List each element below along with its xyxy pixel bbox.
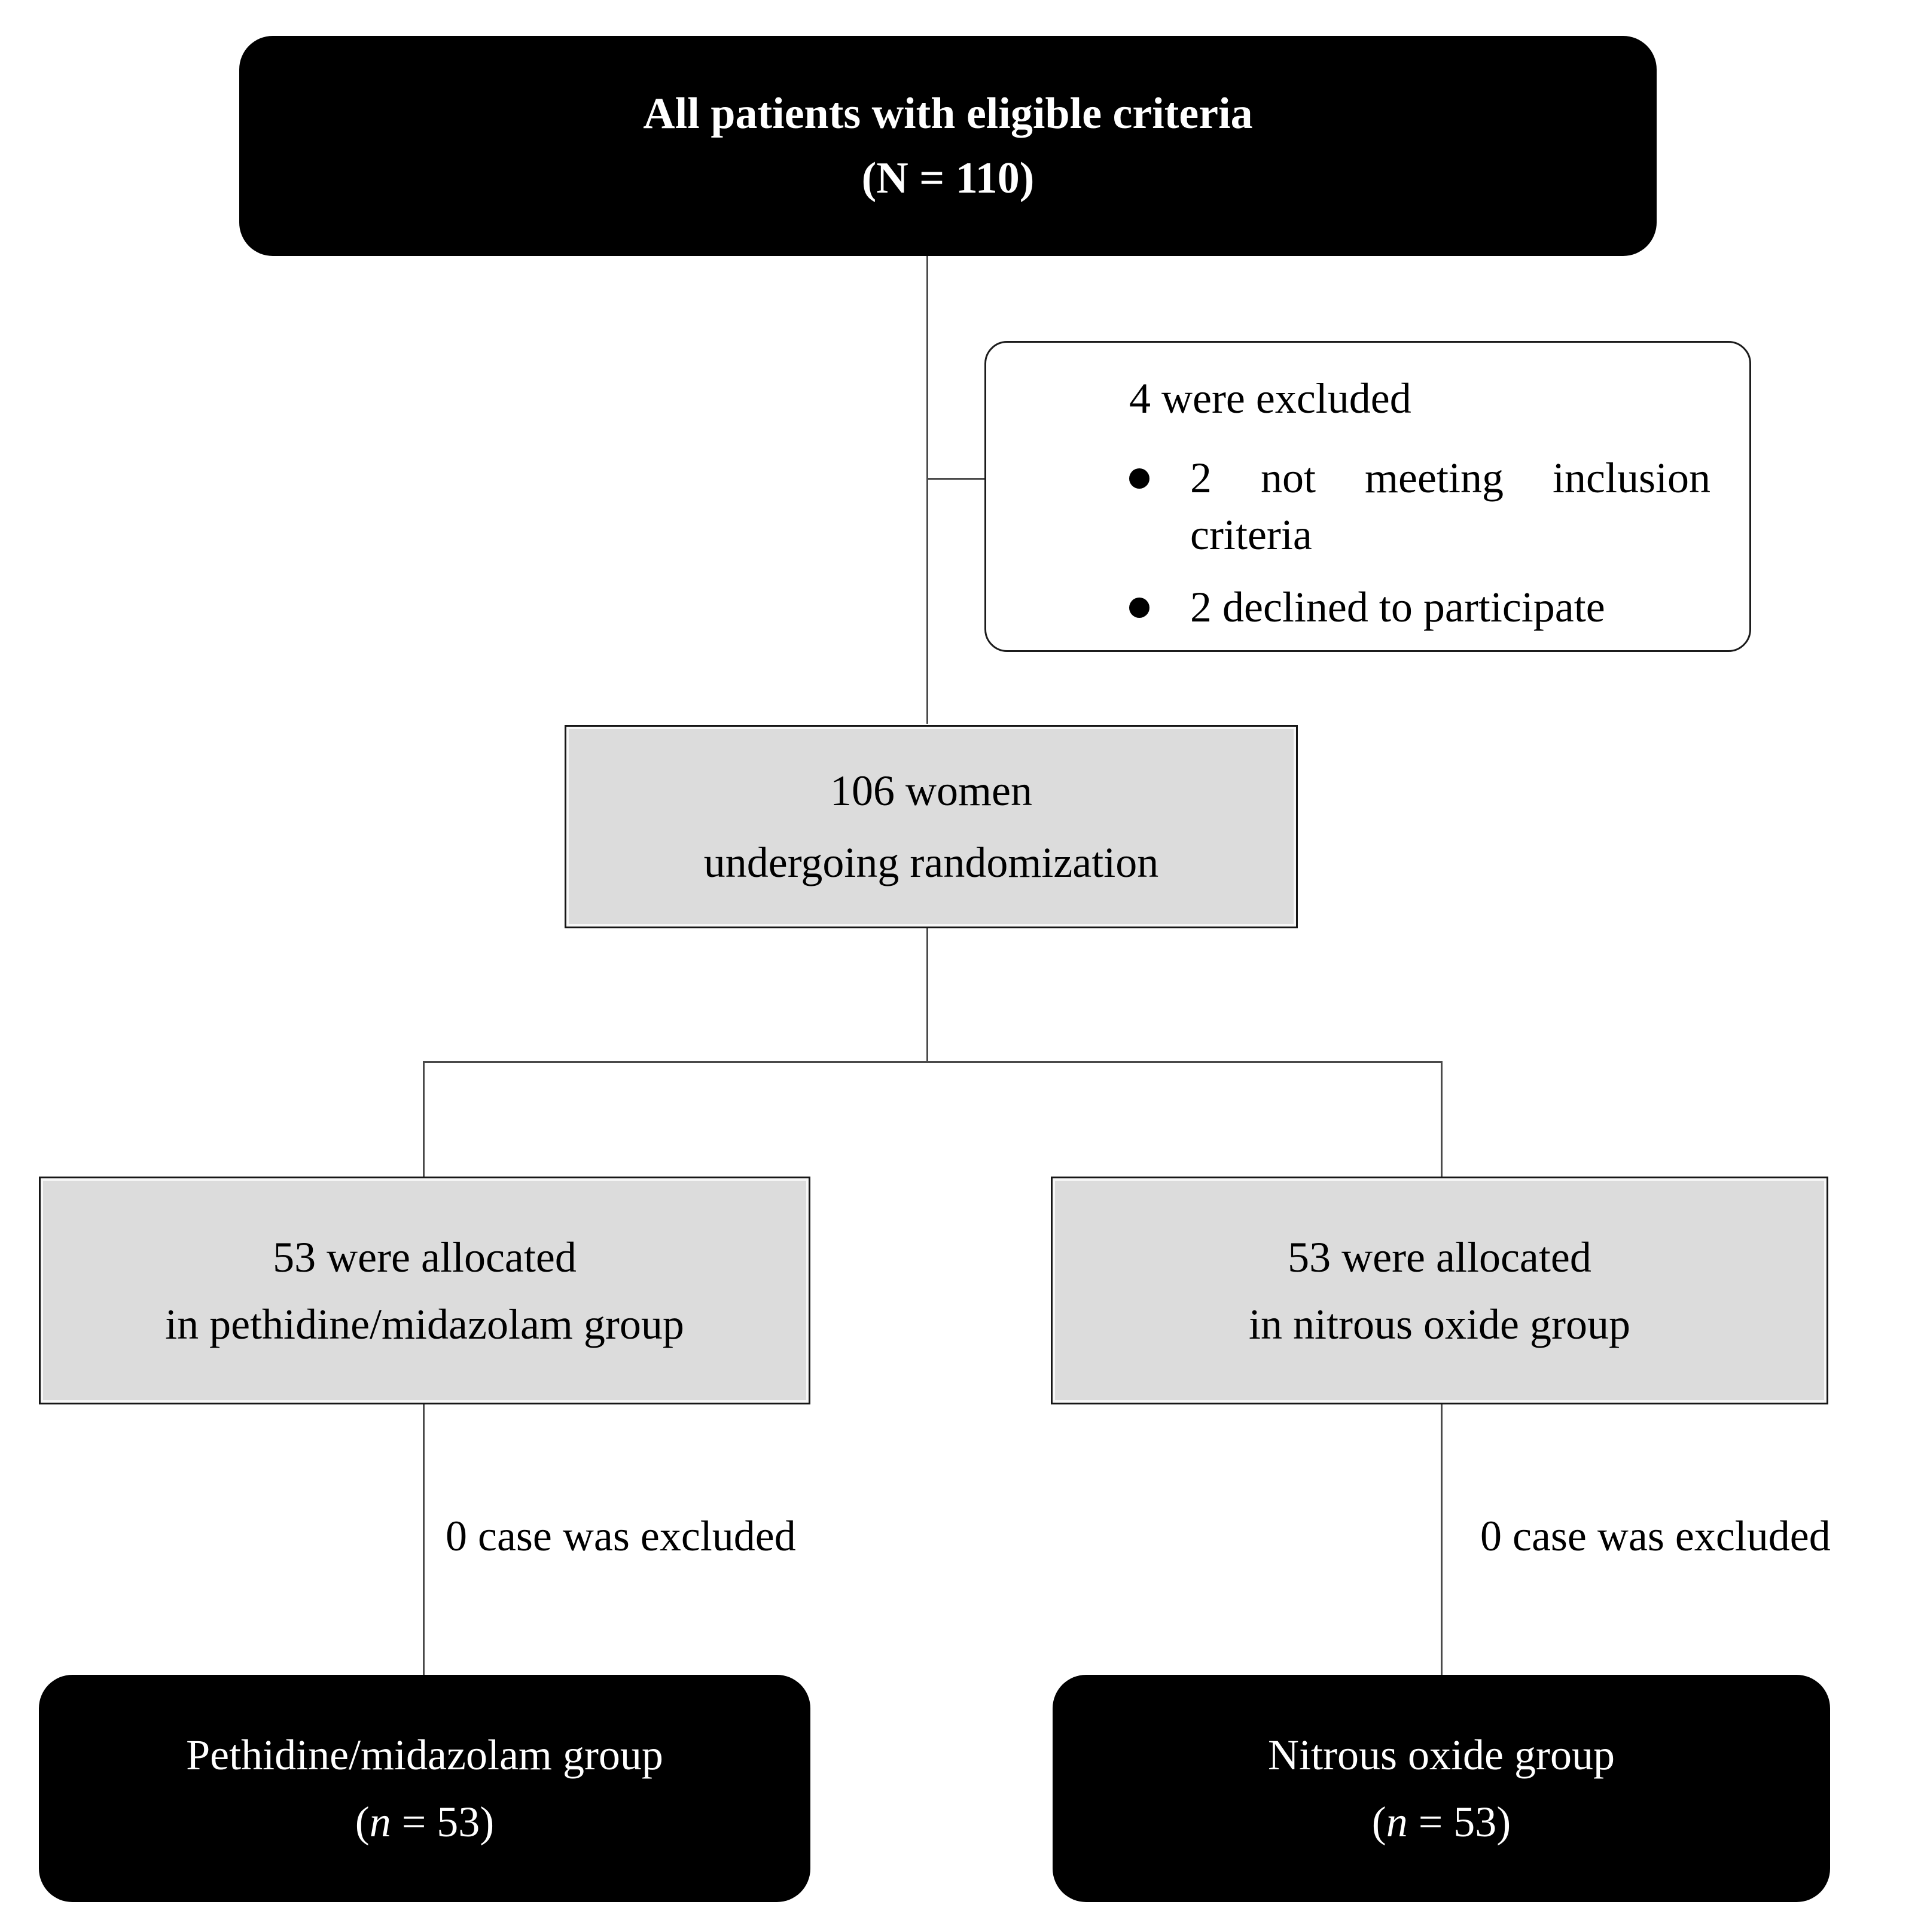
nitrous-final-line1: Nitrous oxide group	[1268, 1731, 1615, 1779]
connector-branch-to-left-allocation	[423, 1061, 425, 1177]
bullet-dot-icon	[1129, 468, 1149, 489]
connector-branch-to-right-allocation	[1441, 1061, 1443, 1177]
connector-randomization-to-branch	[926, 928, 928, 1062]
connector-top-to-randomization	[926, 256, 928, 724]
randomization-box: 106 women undergoing randomization	[565, 725, 1298, 928]
randomization-line2: undergoing randomization	[703, 839, 1159, 886]
n-value: = 53)	[391, 1798, 495, 1846]
randomization-line1: 106 women	[830, 767, 1032, 815]
pethidine-allocation-line1: 53 were allocated	[273, 1233, 577, 1281]
eligible-patients-count: (N = 110)	[861, 154, 1035, 203]
connector-right-allocation-to-final	[1441, 1404, 1443, 1675]
connector-left-allocation-to-final	[423, 1404, 425, 1675]
excluded-heading: 4 were excluded	[1129, 374, 1411, 422]
nitrous-allocation-line1: 53 were allocated	[1288, 1233, 1591, 1281]
nitrous-allocation-box: 53 were allocated in nitrous oxide group	[1051, 1177, 1828, 1404]
right-exclusion-label: 0 case was excluded	[1480, 1512, 1831, 1560]
excluded-reason-2: 2 declined to participate	[1190, 583, 1605, 631]
excluded-reason-1: 2 not meeting inclusion criteria	[1190, 454, 1710, 559]
pethidine-final-count: (n = 53)	[355, 1788, 495, 1855]
nitrous-allocation-line2: in nitrous oxide group	[1249, 1300, 1630, 1348]
eligible-patients-box: All patients with eligible criteria (N =…	[239, 36, 1657, 256]
paren-open: (	[1371, 1798, 1386, 1846]
excluded-box: 4 were excluded 2 not meeting inclusion …	[984, 341, 1751, 652]
n-value: = 53)	[1407, 1798, 1511, 1846]
excluded-bullet-row: 2 declined to participate	[1129, 579, 1710, 636]
branch-horizontal-line	[423, 1061, 1443, 1063]
n-symbol: n	[369, 1798, 391, 1846]
excluded-bullet-row: 2 not meeting inclusion criteria	[1129, 450, 1710, 563]
nitrous-final-count: (n = 53)	[1372, 1788, 1511, 1855]
paren-open: (	[355, 1798, 370, 1846]
pethidine-final-line1: Pethidine/midazolam group	[186, 1731, 663, 1779]
bullet-dot-icon	[1129, 598, 1149, 618]
pethidine-allocation-line2: in pethidine/midazolam group	[165, 1300, 684, 1348]
nitrous-final-box: Nitrous oxide group (n = 53)	[1053, 1675, 1830, 1902]
n-symbol: n	[1386, 1798, 1408, 1846]
connector-to-excluded-box	[926, 478, 986, 480]
pethidine-allocation-box: 53 were allocated in pethidine/midazolam…	[39, 1177, 810, 1404]
eligible-patients-line1: All patients with eligible criteria	[643, 89, 1253, 138]
left-exclusion-label: 0 case was excluded	[446, 1512, 796, 1560]
pethidine-final-box: Pethidine/midazolam group (n = 53)	[39, 1675, 810, 1902]
